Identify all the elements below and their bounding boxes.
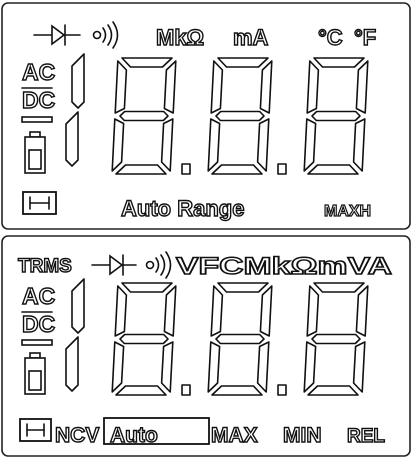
segment-a: [313, 282, 365, 293]
ma-label: mA: [233, 25, 269, 50]
battery-icon: [24, 131, 46, 174]
segment-c: [352, 118, 366, 172]
segment-f: [210, 60, 224, 114]
max-label: MAX: [211, 424, 258, 447]
trms-label: TRMS: [18, 256, 72, 277]
bottom-decimal-point-1: [181, 384, 191, 396]
bottom-digit-2: [207, 282, 273, 396]
segment-g: [119, 110, 169, 122]
segment-d: [115, 164, 167, 175]
ac-label: AC: [22, 283, 55, 309]
diode-icon: [33, 24, 81, 46]
ac-label: AC: [22, 59, 55, 85]
segment-c: [160, 341, 174, 393]
segment-f: [114, 285, 128, 337]
segment-e: [303, 118, 317, 172]
minus-sign: [21, 339, 53, 346]
bottom-digit-3: [303, 282, 369, 396]
segment-e: [207, 118, 221, 172]
dc-label: DC: [22, 311, 55, 337]
dc-label: DC: [22, 87, 55, 113]
segment-b: [163, 60, 177, 114]
segment-a: [121, 282, 173, 293]
segment-c: [160, 118, 174, 172]
bottom-digit-1: [111, 282, 177, 396]
segment-a: [313, 57, 365, 68]
segment-b: [355, 285, 369, 337]
segment-g: [311, 333, 361, 345]
maxh-label: MAXH: [324, 203, 371, 220]
segment-c: [256, 341, 270, 393]
segment-b: [163, 285, 177, 337]
top-decimal-point-2: [277, 163, 287, 175]
segment-b: [259, 285, 273, 337]
bottom-digits: [111, 282, 369, 396]
auto-range-label: Auto Range: [121, 196, 244, 221]
min-label: MIN: [283, 424, 322, 447]
bottom-panel-frame: [1, 235, 411, 457]
bottom-leading-one: [65, 278, 85, 392]
segment-c: [256, 118, 270, 172]
ncv-label: NCV: [55, 424, 99, 447]
segment-e: [207, 341, 221, 393]
top-panel-frame: [1, 2, 411, 230]
segment-g: [215, 110, 265, 122]
segment-b: [259, 60, 273, 114]
battery-icon: [24, 352, 46, 395]
segment-f: [210, 285, 224, 337]
segment-a: [121, 57, 173, 68]
hold-icon: [22, 191, 57, 215]
auto-box: [103, 417, 210, 445]
auto-label: Auto: [110, 424, 158, 447]
segment-f: [306, 60, 320, 114]
top-digit-1: [111, 57, 177, 175]
top-digit-3: [303, 57, 369, 175]
celsius-label: °C: [318, 25, 343, 50]
bottom-panel: TRMS VFCMkΩmVA AC DC: [17, 251, 393, 448]
top-decimal-point-1: [181, 163, 191, 175]
segment-b: [355, 60, 369, 114]
segment-d: [211, 164, 263, 175]
segment-f: [306, 285, 320, 337]
beeper-icon: [92, 21, 119, 49]
segment-g: [311, 110, 361, 122]
segment-a: [217, 282, 269, 293]
segment-f: [114, 60, 128, 114]
segment-c: [352, 341, 366, 393]
segment-g: [215, 333, 265, 345]
top-digit-2: [207, 57, 273, 175]
top-panel: MkΩ mA °C °F AC DC Auto Range MAXH: [21, 21, 377, 222]
diode-icon: [91, 254, 137, 276]
fahrenheit-label: °F: [354, 25, 376, 50]
segment-e: [111, 118, 125, 172]
top-digits: [111, 57, 369, 175]
segment-g: [119, 333, 169, 345]
segment-d: [307, 385, 359, 396]
bottom-decimal-point-2: [277, 384, 287, 396]
segment-d: [307, 164, 359, 175]
segment-d: [115, 385, 167, 396]
mkohm-label: MkΩ: [156, 25, 204, 50]
top-leading-one: [65, 53, 85, 167]
segment-e: [303, 341, 317, 393]
segment-d: [211, 385, 263, 396]
segment-e: [111, 341, 125, 393]
hold-icon: [19, 418, 52, 442]
rel-label: REL: [347, 426, 385, 447]
segment-a: [217, 57, 269, 68]
beeper-icon: [145, 251, 172, 279]
minus-sign: [21, 116, 53, 123]
units-label: VFCMkΩmVA: [176, 253, 392, 280]
